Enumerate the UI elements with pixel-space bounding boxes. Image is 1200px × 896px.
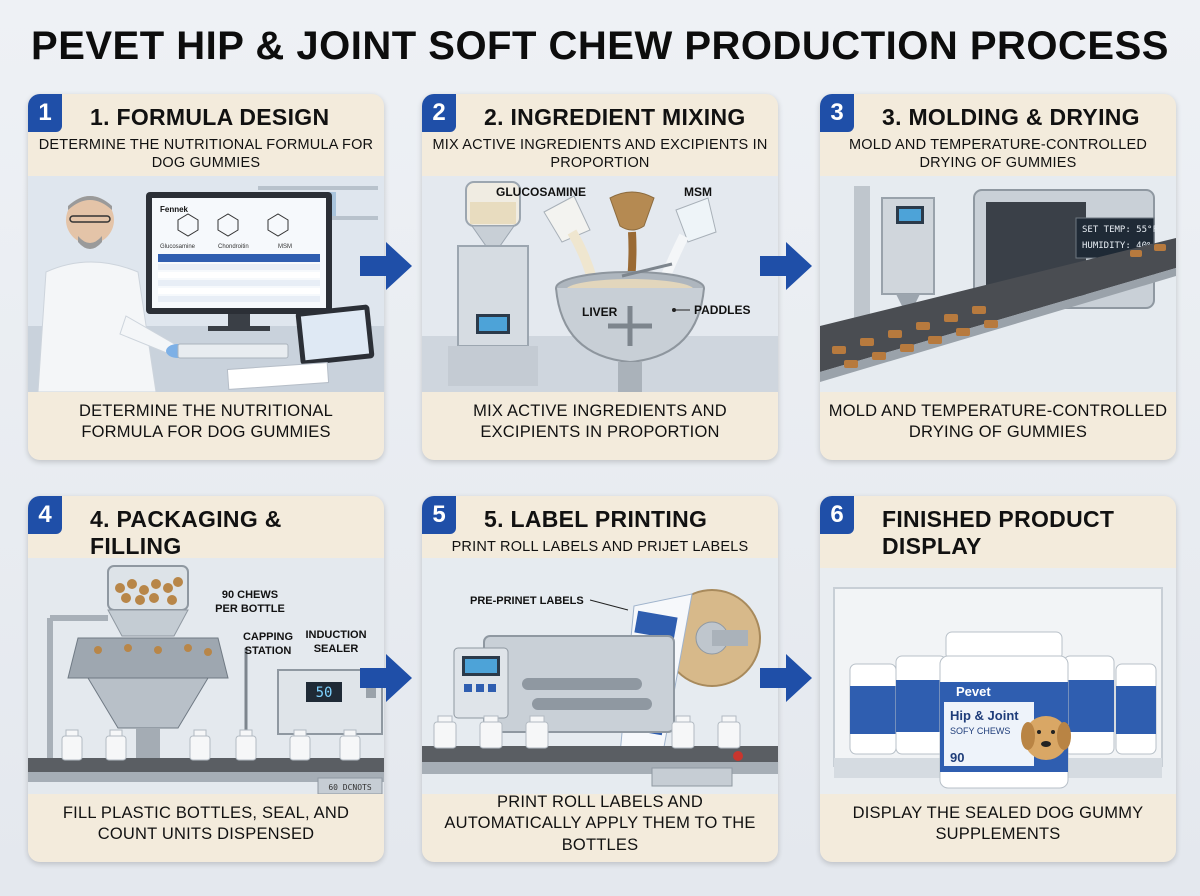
step-number-badge: 6	[820, 496, 854, 534]
svg-text:MSM: MSM	[684, 185, 712, 199]
step-3-panel: 3 3. MOLDING & DRYING MOLD AND TEMPERATU…	[820, 94, 1176, 460]
svg-text:Fennek: Fennek	[160, 205, 189, 214]
scientist-head	[66, 196, 114, 244]
svg-text:PADDLES: PADDLES	[694, 303, 750, 317]
step-6-panel: 6 FINISHED PRODUCT DISPLAY Pevet	[820, 496, 1176, 862]
step-2-panel: 2 2. INGREDIENT MIXING MIX ACTIVE INGRED…	[422, 94, 778, 460]
step-subtitle: PRINT ROLL LABELS AND PRIJET LABELS	[451, 539, 749, 555]
step-title: 2. INGREDIENT MIXING	[484, 104, 746, 130]
step-caption: DETERMINE THE NUTRITIONAL FORMULA FOR DO…	[78, 401, 334, 441]
step-number-badge: 4	[28, 496, 62, 534]
svg-text:Glucosamine: Glucosamine	[160, 244, 196, 250]
molding-drying-illustration: SET TEMP: 55°F HUMIDITY: 40%	[820, 176, 1176, 392]
svg-text:PRE-PRINET LABELS: PRE-PRINET LABELS	[470, 595, 584, 607]
label-printing-illustration: PRE-PRINET LABELS	[422, 558, 778, 794]
svg-text:HUMIDITY: 40%: HUMIDITY: 40%	[1082, 241, 1153, 251]
right-arrow-icon	[760, 242, 812, 290]
step-number-badge: 2	[422, 94, 456, 132]
svg-text:GLUCOSAMINE: GLUCOSAMINE	[496, 185, 586, 199]
svg-text:Hip & Joint: Hip & Joint	[950, 708, 1019, 723]
step-subtitle: DETERMINE THE NUTRITIONAL FORMULA FOR DO…	[38, 137, 374, 172]
dog-illustration	[1024, 716, 1068, 760]
finished-product-illustration: Pevet Hip & Joint SOFY CHEWS 90	[820, 568, 1176, 794]
svg-text:60 DCNOTS: 60 DCNOTS	[328, 783, 372, 792]
step-title: FINISHED PRODUCT DISPLAY	[882, 506, 1115, 560]
svg-text:Chondroitin: Chondroitin	[218, 244, 249, 250]
right-arrow-icon	[360, 654, 412, 702]
step-title: 4. PACKAGING & FILLING	[90, 506, 282, 560]
step-title: 3. MOLDING & DRYING	[882, 104, 1140, 130]
svg-text:50: 50	[316, 685, 333, 701]
page-title: PEVET HIP & JOINT SOFT CHEW PRODUCTION P…	[31, 24, 1169, 68]
svg-text:PER BOTTLE: PER BOTTLE	[215, 603, 285, 615]
svg-text:INDUCTION: INDUCTION	[305, 629, 366, 641]
svg-text:90 CHEWS: 90 CHEWS	[222, 589, 278, 601]
step-number-badge: 3	[820, 94, 854, 132]
step-subtitle: MOLD AND TEMPERATURE-CONTROLLED DRYING O…	[848, 137, 1148, 172]
step-number-badge: 5	[422, 496, 456, 534]
step-4-panel: 4 4. PACKAGING & FILLING 50	[28, 496, 384, 862]
step-caption: MIX ACTIVE INGREDIENTS AND EXCIPIENTS IN…	[473, 401, 727, 441]
step-subtitle: MIX ACTIVE INGREDIENTS AND EXCIPIENTS IN…	[432, 137, 768, 172]
packaging-filling-illustration: 50 60 DCNOTS 90 CHEWS PER BOTTLE CAPPING…	[28, 558, 384, 794]
right-arrow-icon	[760, 654, 812, 702]
svg-text:CAPPING: CAPPING	[243, 631, 293, 643]
svg-text:SET TEMP: 55°F: SET TEMP: 55°F	[1082, 225, 1158, 235]
svg-text:STATION: STATION	[245, 645, 292, 657]
step-1-panel: 1 1. FORMULA DESIGN DETERMINE THE NUTRIT…	[28, 94, 384, 460]
step-number-badge: 1	[28, 94, 62, 132]
step-caption: FILL PLASTIC BOTTLES, SEAL, AND COUNT UN…	[62, 803, 350, 843]
step-title: 1. FORMULA DESIGN	[90, 104, 330, 130]
step-5-panel: 5 5. LABEL PRINTING PRINT ROLL LABELS AN…	[422, 496, 778, 862]
svg-text:LIVER: LIVER	[582, 305, 618, 319]
step-caption: MOLD AND TEMPERATURE-CONTROLLED DRYING O…	[828, 401, 1168, 441]
svg-text:SOFY CHEWS: SOFY CHEWS	[950, 726, 1010, 736]
step-caption: PRINT ROLL LABELS AND AUTOMATICALLY APPL…	[444, 792, 756, 854]
svg-text:MSM: MSM	[278, 244, 292, 250]
svg-text:90: 90	[950, 750, 964, 765]
formula-design-illustration: Fennek Glucosamine Chondroitin MSM	[28, 176, 384, 392]
svg-text:Pevet: Pevet	[956, 684, 991, 699]
svg-text:SEALER: SEALER	[314, 643, 359, 655]
ingredient-mixing-illustration: GLUCOSAMINE MSM LIVER PADDLES	[422, 176, 778, 392]
right-arrow-icon	[360, 242, 412, 290]
step-caption: DISPLAY THE SEALED DOG GUMMY SUPPLEMENTS	[852, 803, 1144, 843]
step-title: 5. LABEL PRINTING	[484, 506, 708, 532]
